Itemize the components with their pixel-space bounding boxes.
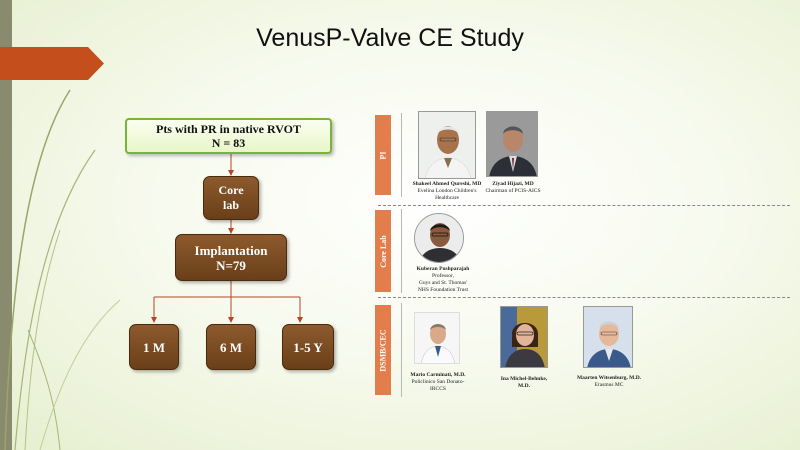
separator-vertical-2 [401,209,402,293]
photo-kuberan-pushparajah [414,213,464,263]
caption-mario-carminati: Mario Carminati, M.D. Policlinico San Do… [410,372,466,392]
flow-box-core-lab: Core lab [203,176,259,220]
section-label-dsmb-cec: DSMB/CEC [375,305,391,395]
flow-box-followup-6m: 6 M [206,324,256,370]
left-accent-bar [0,0,12,450]
name-kuberan-pushparajah: Kuberan Pushparajah [416,266,470,272]
photo-maarten-witsenburg [583,306,633,368]
section-label-pi: PI [375,115,391,195]
slide-title: VenusP-Valve CE Study [256,24,524,52]
flow-box-followup-1-5y: 1-5 Y [282,324,334,370]
title-arrow-shape [0,47,104,80]
core-lab-line2: lab [222,198,239,212]
photo-ina-michel-behnke [500,306,548,368]
caption-ziyad-hijazi: Ziyad Hijazi, MD Chairman of PCIS-AICS [485,181,541,194]
implantation-label: Implantation [194,242,268,258]
name-ina-michel-behnke: Ina Michel-Behnke, [500,376,548,382]
flow-box-patients: Pts with PR in native RVOT N = 83 [125,118,332,154]
patients-count: N = 83 [211,136,246,150]
implantation-count: N=79 [216,257,246,273]
name-shakeel-qureshi: Shakeel Ahmed Qureshi, MD [412,181,482,187]
section-divider-2 [378,297,790,298]
caption-shakeel-qureshi: Shakeel Ahmed Qureshi, MD Evelina London… [412,181,482,201]
caption-maarten-witsenburg: Maarten Witsenburg, M.D. Erasmus MC [576,375,642,388]
core-lab-line1: Core [218,183,244,197]
photo-mario-carminati [414,312,460,364]
photo-ziyad-hijazi [486,111,538,177]
photo-shakeel-qureshi [418,111,476,179]
patients-label: Pts with PR in native RVOT [155,122,301,136]
separator-vertical-3 [401,303,402,397]
caption-ina-michel-behnke: Ina Michel-Behnke, M.D. [500,376,548,389]
flow-box-followup-1m: 1 M [129,324,179,370]
caption-kuberan-pushparajah: Kuberan Pushparajah Professor, Guys and … [416,266,470,293]
separator-vertical-1 [401,113,402,197]
flow-box-implantation: Implantation N=79 [175,234,287,281]
name-ziyad-hijazi: Ziyad Hijazi, MD [492,181,534,187]
section-label-core-lab: Core Lab [375,210,391,292]
section-divider-1 [378,205,790,206]
name-maarten-witsenburg: Maarten Witsenburg, M.D. [576,375,642,381]
name-mario-carminati: Mario Carminati, M.D. [410,372,466,378]
